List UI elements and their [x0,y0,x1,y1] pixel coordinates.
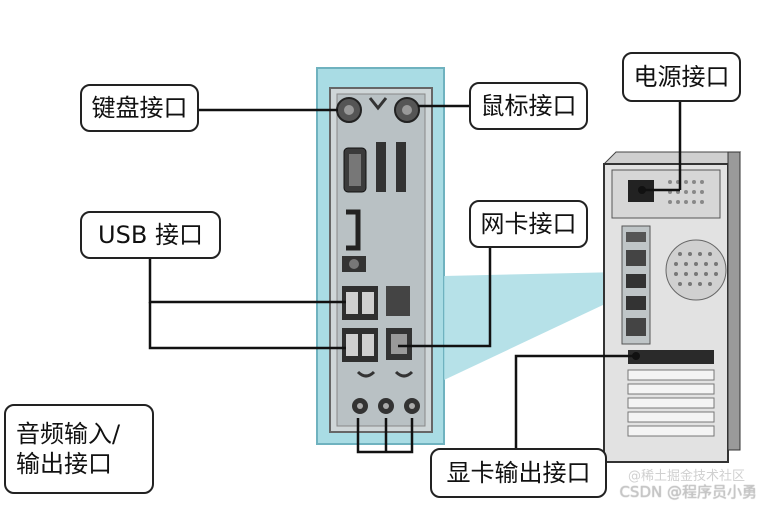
audio-io-label: 音频输入/ 输出接口 [4,404,154,494]
graphics-card-slot [628,350,714,364]
zoom-projection [444,272,622,380]
mouse-port-label: 鼠标接口 [469,82,588,130]
audio-io-label-line2: 输出接口 [16,450,112,478]
power-port-label: 电源接口 [622,52,741,102]
io-panel-zoom [316,67,445,445]
audio-io-label-line1: 音频输入/ [16,420,121,448]
computer-tower [602,151,742,463]
keyboard-port-label: 键盘接口 [80,84,199,132]
graphics-port-label: 显卡输出接口 [430,448,607,498]
watermark-juejin: @稀土掘金技术社区 [627,469,745,484]
leader-lines [148,100,682,454]
usb-port-label: USB 接口 [80,211,221,259]
fan-grille [665,239,727,301]
network-port-label: 网卡接口 [469,200,588,248]
watermark-csdn: CSDN @程序员小勇 [619,483,757,501]
